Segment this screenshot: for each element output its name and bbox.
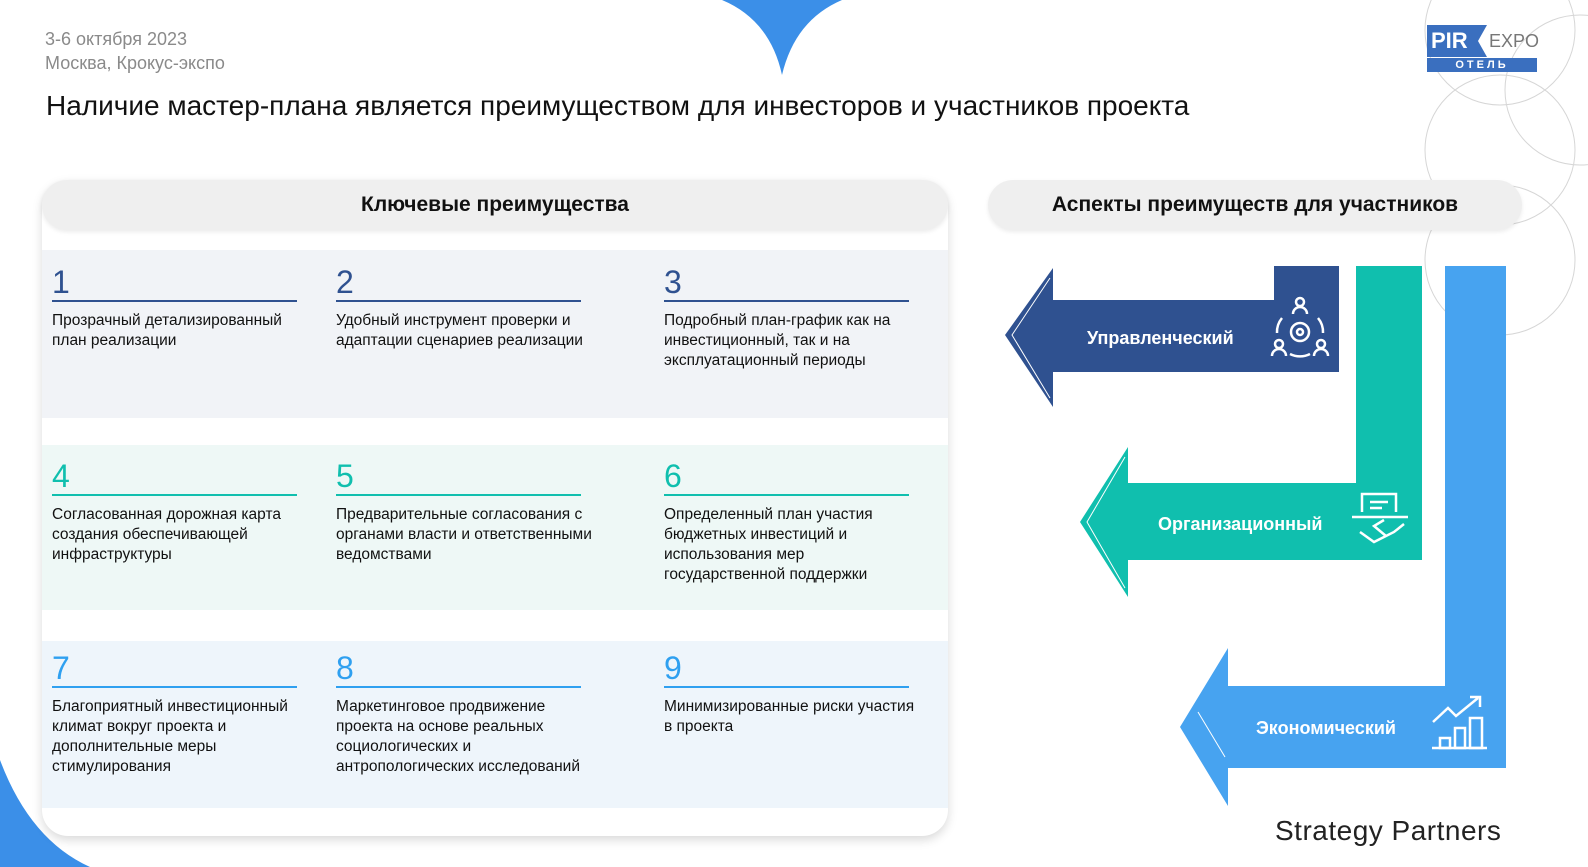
advantage-divider: [336, 300, 581, 302]
advantage-divider: [52, 494, 297, 496]
event-date: 3-6 октября 2023: [45, 29, 188, 49]
key-advantages-panel: Ключевые преимущества 1 Прозрачный детал…: [42, 180, 948, 836]
advantage-divider: [664, 686, 909, 688]
advantage-item: 8 Маркетинговое продвижение проекта на о…: [336, 650, 598, 777]
advantage-divider: [52, 686, 297, 688]
advantage-text: Маркетинговое продвижение проекта на осн…: [336, 698, 580, 775]
advantage-text: Подробный план-график как на инвестицион…: [664, 312, 891, 369]
event-info: 3-6 октября 2023 Москва, Крокус-экспо: [45, 27, 225, 75]
page-title: Наличие мастер-плана является преимущест…: [46, 90, 1190, 121]
advantage-text: Удобный инструмент проверки и адаптации …: [336, 312, 583, 349]
advantage-divider: [336, 494, 581, 496]
aspect-arrow-organizational: [1080, 266, 1422, 597]
aspect-arrow-economic: [1180, 266, 1506, 806]
growth-chart-icon: [1432, 695, 1487, 750]
advantage-number: 4: [52, 458, 70, 494]
key-advantages-heading: Ключевые преимущества: [42, 180, 948, 230]
advantage-item: 1 Прозрачный детализированный план реали…: [52, 264, 314, 351]
advantage-item: 7 Благоприятный инвестиционный климат во…: [52, 650, 314, 777]
event-place: Москва, Крокус-экспо: [45, 53, 225, 73]
advantage-text: Согласованная дорожная карта создания об…: [52, 506, 282, 563]
aspect-arrow-managerial: [1005, 266, 1339, 407]
advantage-number: 3: [664, 264, 682, 300]
advantage-item: 9 Минимизированные риски участия в проек…: [664, 650, 926, 737]
advantage-number: 8: [336, 650, 354, 686]
aspect-label-organizational: Организационный: [1158, 514, 1323, 534]
advantage-item: 4 Согласованная дорожная карта создания …: [52, 458, 314, 565]
advantage-text: Благоприятный инвестиционный климат вокр…: [52, 698, 288, 775]
advantage-number: 6: [664, 458, 682, 494]
advantage-number: 5: [336, 458, 354, 494]
advantage-item: 3 Подробный план-график как на инвестици…: [664, 264, 926, 371]
aspect-label-economic: Экономический: [1256, 718, 1396, 738]
pir-expo-logo: PIR EXPO ОТЕЛЬ: [1427, 25, 1539, 73]
advantages-row-2: [42, 445, 948, 610]
logo-pir: PIR: [1427, 25, 1487, 57]
advantage-text: Определенный план участия бюджетных инве…: [664, 506, 873, 583]
logo-expo: EXPO: [1489, 31, 1540, 51]
handshake-icon: [1352, 492, 1408, 544]
advantage-text: Минимизированные риски участия в проекта: [664, 698, 915, 735]
logo-sub: ОТЕЛЬ: [1427, 58, 1537, 72]
advantage-divider: [664, 494, 909, 496]
advantage-number: 9: [664, 650, 682, 686]
advantage-item: 5 Предварительные согласования с органам…: [336, 458, 598, 565]
top-drop-shape: [722, 0, 842, 75]
advantage-divider: [336, 686, 581, 688]
advantage-text: Прозрачный детализированный план реализа…: [52, 312, 282, 349]
advantage-number: 7: [52, 650, 70, 686]
advantage-number: 2: [336, 264, 354, 300]
advantage-item: 6 Определенный план участия бюджетных ин…: [664, 458, 926, 585]
advantage-divider: [52, 300, 297, 302]
corner-shape: [0, 760, 90, 867]
advantage-number: 1: [52, 264, 70, 300]
strategy-partners-logo: Strategy Partners: [1275, 815, 1502, 846]
advantage-text: Предварительные согласования с органами …: [336, 506, 592, 563]
aspects-heading: Аспекты преимуществ для участников: [988, 180, 1522, 230]
advantage-item: 2 Удобный инструмент проверки и адаптаци…: [336, 264, 598, 351]
advantages-row-1: [42, 250, 948, 418]
aspect-label-managerial: Управленческий: [1087, 328, 1234, 348]
advantages-row-3: [42, 641, 948, 808]
advantage-divider: [664, 300, 909, 302]
team-gear-icon: [1270, 296, 1330, 358]
